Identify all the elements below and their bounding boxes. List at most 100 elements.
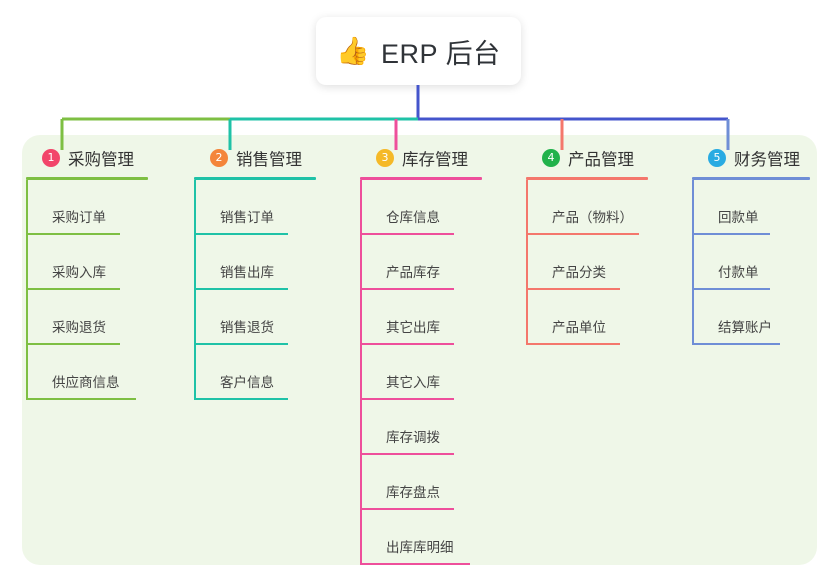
branch-header-5[interactable]: 5 财务管理: [692, 145, 839, 171]
child-stem-line: [26, 345, 28, 400]
child-item[interactable]: 产品分类: [526, 235, 686, 290]
child-item[interactable]: 结算账户: [692, 290, 839, 345]
child-underline: [360, 453, 454, 455]
thumbs-up-icon: 👍: [336, 35, 371, 67]
branch-children-4: 产品（物料） 产品分类产品单位: [526, 180, 686, 345]
child-item-label: 其它入库: [386, 375, 440, 390]
child-item[interactable]: 销售订单: [194, 180, 354, 235]
child-item[interactable]: 采购入库: [26, 235, 186, 290]
branch-header-3[interactable]: 3 库存管理: [360, 145, 520, 171]
branch-underline-2: [194, 177, 316, 180]
child-item-label: 库存调拨: [386, 430, 440, 445]
branch-header-1[interactable]: 1 采购管理: [26, 145, 186, 171]
child-item-label: 供应商信息: [52, 375, 120, 390]
child-stem-line: [526, 235, 528, 290]
branch-underline-3: [360, 177, 482, 180]
child-item[interactable]: 出库库明细: [360, 510, 520, 565]
child-item-label: 客户信息: [220, 375, 274, 390]
branch-badge-3: 3: [376, 149, 394, 167]
child-item[interactable]: 其它入库: [360, 345, 520, 400]
child-item[interactable]: 回款单: [692, 180, 839, 235]
child-item-label: 销售订单: [220, 210, 274, 225]
child-stem-line: [26, 180, 28, 235]
branch-label-2: 销售管理: [236, 151, 302, 169]
branches-background-panel: [22, 135, 817, 565]
child-underline: [360, 288, 454, 290]
branch-label-1: 采购管理: [68, 151, 134, 169]
branch-badge-1: 1: [42, 149, 60, 167]
branch-children-1: 采购订单采购入库采购退货供应商信息: [26, 180, 186, 400]
child-item-label: 其它出库: [386, 320, 440, 335]
child-underline: [360, 398, 454, 400]
child-underline: [360, 343, 454, 345]
child-underline: [26, 398, 136, 400]
branch-children-3: 仓库信息产品库存其它出库其它入库库存调拨库存盘点出库库明细: [360, 180, 520, 565]
child-stem-line: [692, 235, 694, 290]
child-stem-line: [526, 290, 528, 345]
branch-badge-4: 4: [542, 149, 560, 167]
child-stem-line: [360, 180, 362, 235]
branch-underline-4: [526, 177, 648, 180]
child-item-label: 仓库信息: [386, 210, 440, 225]
branch-underline-5: [692, 177, 810, 180]
branch-underline-1: [26, 177, 148, 180]
child-underline: [692, 233, 770, 235]
child-item[interactable]: 采购订单: [26, 180, 186, 235]
child-stem-line: [194, 290, 196, 345]
child-stem-line: [360, 345, 362, 400]
child-item-label: 回款单: [718, 210, 759, 225]
root-node[interactable]: 👍 ERP 后台: [316, 17, 521, 85]
child-item[interactable]: 仓库信息: [360, 180, 520, 235]
child-stem-line: [26, 235, 28, 290]
child-underline: [194, 233, 288, 235]
child-item-label: 库存盘点: [386, 485, 440, 500]
child-underline: [360, 508, 454, 510]
child-item[interactable]: 销售出库: [194, 235, 354, 290]
branch-children-5: 回款单付款单结算账户: [692, 180, 839, 345]
child-underline: [194, 398, 288, 400]
child-stem-line: [194, 235, 196, 290]
child-item[interactable]: 销售退货: [194, 290, 354, 345]
child-item-label: 销售退货: [220, 320, 274, 335]
child-stem-line: [26, 290, 28, 345]
branch-label-5: 财务管理: [734, 151, 800, 169]
branch-badge-5: 5: [708, 149, 726, 167]
branch-children-2: 销售订单销售出库销售退货客户信息: [194, 180, 354, 400]
branch-3: 3 库存管理仓库信息产品库存其它出库其它入库库存调拨库存盘点出库库明细: [360, 145, 520, 565]
child-underline: [692, 288, 770, 290]
child-underline: [26, 233, 120, 235]
branch-label-3: 库存管理: [402, 151, 468, 169]
child-item[interactable]: 采购退货: [26, 290, 186, 345]
child-stem-line: [194, 345, 196, 400]
child-item[interactable]: 供应商信息: [26, 345, 186, 400]
root-node-title: ERP 后台: [381, 38, 501, 69]
child-item-label: 采购入库: [52, 265, 106, 280]
child-item[interactable]: 产品单位: [526, 290, 686, 345]
child-item[interactable]: 产品库存: [360, 235, 520, 290]
child-item[interactable]: 库存盘点: [360, 455, 520, 510]
child-item-label: 产品（物料）: [552, 210, 633, 225]
child-item-label: 产品分类: [552, 265, 606, 280]
child-underline: [360, 563, 470, 565]
child-underline: [692, 343, 780, 345]
child-item-label: 付款单: [718, 265, 759, 280]
child-stem-line: [360, 510, 362, 565]
child-underline: [526, 288, 620, 290]
child-item[interactable]: 库存调拨: [360, 400, 520, 455]
child-stem-line: [360, 455, 362, 510]
child-item-label: 采购订单: [52, 210, 106, 225]
child-item-label: 采购退货: [52, 320, 106, 335]
child-underline: [194, 343, 288, 345]
child-item[interactable]: 其它出库: [360, 290, 520, 345]
child-stem-line: [360, 235, 362, 290]
child-underline: [526, 233, 639, 235]
child-item[interactable]: 付款单: [692, 235, 839, 290]
child-item[interactable]: 客户信息: [194, 345, 354, 400]
child-item-label: 产品库存: [386, 265, 440, 280]
child-underline: [526, 343, 620, 345]
child-item[interactable]: 产品（物料）: [526, 180, 686, 235]
